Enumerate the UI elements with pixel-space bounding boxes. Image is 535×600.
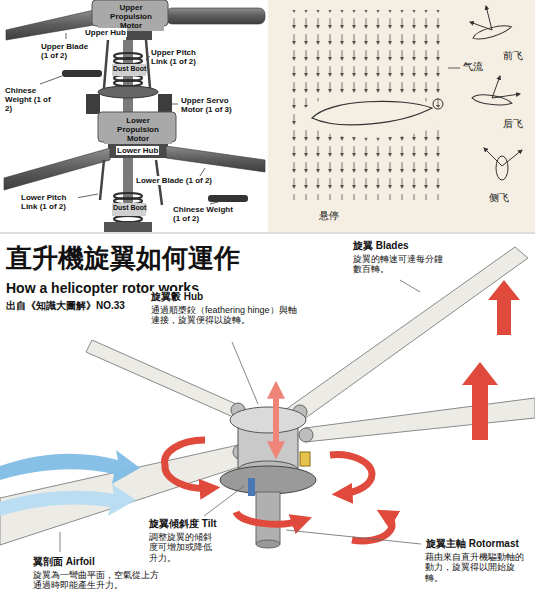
- part-label: Upper Hub: [84, 28, 127, 37]
- callout-heading: 旋翼主軸 Rotormast: [425, 538, 520, 550]
- part-label: Dust Boot: [112, 204, 147, 212]
- part-label: Chinese Weight (1 of 2): [4, 86, 60, 114]
- part-label: Upper Pitch Link (1 of 2): [150, 48, 210, 66]
- title: 直升機旋翼如何運作: [5, 244, 241, 274]
- part-label: Dust Boot: [112, 65, 147, 73]
- airflow-diagram: [268, 0, 535, 232]
- flight-mode-label: 悬停: [318, 210, 340, 222]
- part-label: Upper Servo Motor (1 of 3): [180, 96, 246, 114]
- flight-mode-label: 前飞: [502, 50, 524, 62]
- callout-text: 藉由來自直升機驅動軸的動力，旋翼得以開始旋轉。: [424, 552, 532, 583]
- part-label: Lower Propulsion Motor: [104, 116, 172, 144]
- part-label: Lower Hub: [116, 146, 159, 155]
- part-label: Lower Pitch Link (1 of 2): [20, 193, 78, 211]
- callout-heading: 翼剖面 Airfoil: [32, 556, 96, 568]
- part-label: Lower Blade (1 of 2): [135, 176, 213, 185]
- callout-text: 旋翼為一彎曲平面，空氣從上方通過時即能產生升力。: [32, 570, 162, 591]
- callout-text: 通過順槳鉸（feathering hinge）與軸連接，旋翼便得以旋轉。: [150, 305, 302, 326]
- callout-text: 旋翼的轉速可達每分鐘數百轉。: [352, 254, 452, 275]
- flight-mode-label: 侧飞: [488, 192, 510, 204]
- callout-heading: 旋翼轂 Hub: [150, 291, 204, 303]
- flight-mode-label: 后飞: [502, 118, 524, 130]
- coaxial-rotor-render: [0, 0, 266, 232]
- part-label: Upper Propulsion Motor: [98, 3, 164, 31]
- airflow-label: 气流: [462, 61, 484, 73]
- callout-text: 調整旋翼的傾斜度可增加或降低升力。: [148, 532, 214, 563]
- helicopter-rotor-illustration: [0, 247, 535, 552]
- part-label: Chinese Weight (1 of 2): [172, 205, 234, 223]
- callout-heading: 旋翼傾斜度 Tilt: [148, 518, 218, 530]
- source-note: 出自《知識大圖解》NO.33: [5, 300, 126, 312]
- callout-heading: 旋翼 Blades: [352, 240, 410, 252]
- part-label: Upper Blade (1 of 2): [40, 42, 92, 60]
